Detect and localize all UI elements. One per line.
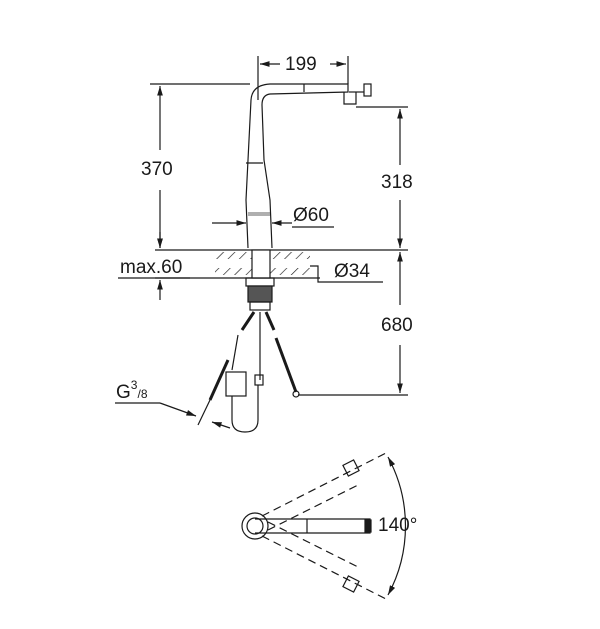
- label-370: 370: [141, 159, 173, 180]
- countertop: [155, 249, 408, 283]
- dim-680: [298, 252, 408, 396]
- thread-g: G: [116, 382, 131, 403]
- spout-front-view: [245, 83, 372, 249]
- dim-199: [257, 56, 349, 100]
- label-max60: max.60: [120, 257, 183, 278]
- thread-slash: /: [137, 387, 141, 401]
- label-680: 680: [381, 315, 413, 336]
- supply-hoses: [197, 311, 300, 433]
- label-199: 199: [285, 54, 317, 75]
- dim-318: [356, 106, 408, 248]
- dim-o60: [212, 220, 334, 228]
- shank: [245, 277, 275, 311]
- top-view-swivel: [241, 451, 406, 601]
- label-o60: Ø60: [293, 205, 329, 226]
- label-140: 140°: [378, 515, 418, 536]
- label-o34: Ø34: [334, 261, 370, 282]
- thread-den: 8: [140, 387, 148, 401]
- label-thread: G3/8: [116, 379, 148, 403]
- label-318: 318: [381, 172, 413, 193]
- dim-thread: [115, 402, 231, 429]
- thread-num: 3: [130, 378, 138, 392]
- dim-max60: [118, 232, 190, 300]
